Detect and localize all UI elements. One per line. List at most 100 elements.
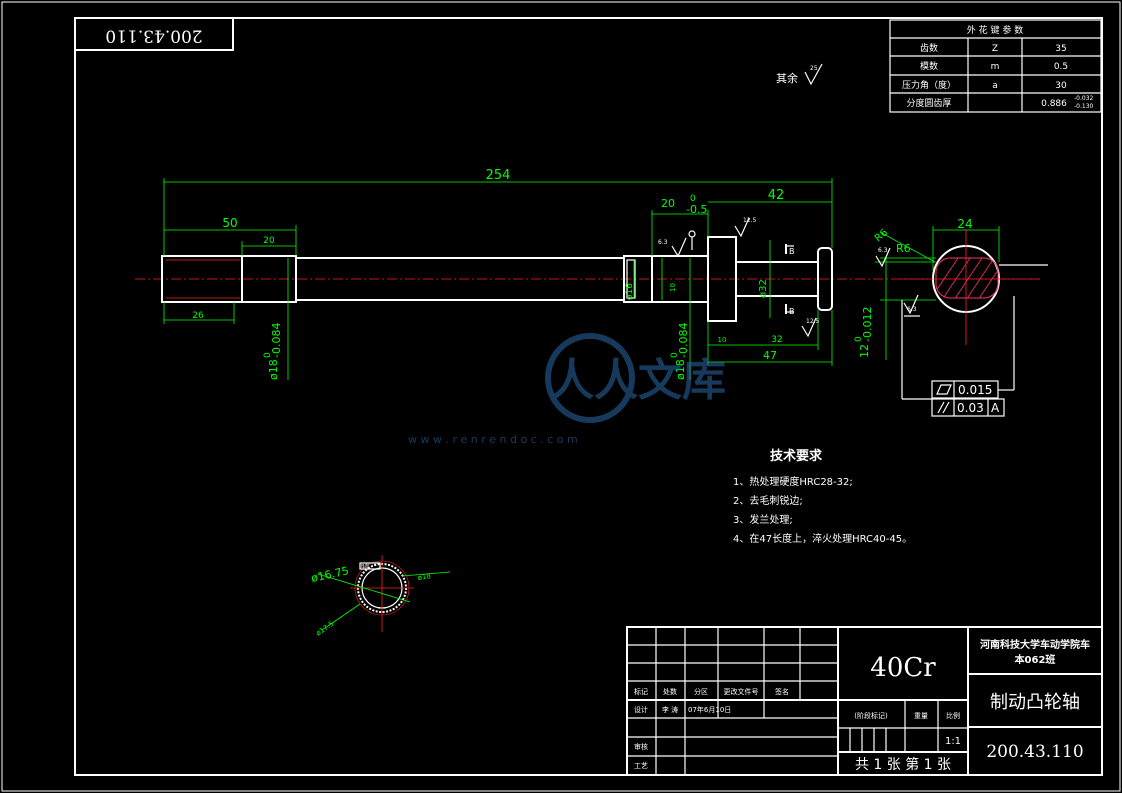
- dim-dia-32: ø32: [758, 279, 769, 298]
- tb-design-label: 设计: [634, 705, 648, 714]
- flatness-tolerance-frame: 0.015: [931, 380, 999, 399]
- spline-row-name: 模数: [920, 60, 938, 72]
- spline-tol-lower: -0.130: [1074, 103, 1094, 110]
- spline-end-view: B向 ø16.75 ø17.5 ø18: [310, 555, 451, 638]
- dim-left-50: 50: [222, 216, 237, 230]
- svg-text:ø17.5: ø17.5: [315, 620, 336, 638]
- tb-designer: 李 涛: [662, 705, 678, 714]
- roughness-symbol: 6.3: [875, 247, 891, 268]
- tb-ratio-label: 比例: [946, 711, 960, 720]
- spline-row-value: 30: [1055, 81, 1067, 91]
- tb-stage-label: (阶段标记): [854, 711, 888, 720]
- svg-text:-0.012: -0.012: [861, 307, 874, 342]
- tb-scale: 1:1: [945, 736, 961, 747]
- svg-text:-0.084: -0.084: [270, 323, 283, 358]
- title-block: 标记 处数 分区 更改文件号 签名 设计 李 涛 07年6月10日 审核 工艺 …: [626, 626, 1103, 776]
- tb-header: 标记: [634, 687, 648, 696]
- dim-dia-mid: ø18 0 -0.084: [670, 323, 690, 380]
- spline-row-value: 0.886: [1041, 99, 1067, 109]
- svg-text:12.5: 12.5: [743, 217, 757, 224]
- dim-dia-16: ø16: [625, 283, 635, 300]
- tb-weight-label: 重量: [914, 712, 928, 720]
- svg-text:ø16: ø16: [625, 283, 635, 300]
- tb-class: 本062班: [1015, 653, 1056, 666]
- leader-lines: [901, 296, 1015, 400]
- spline-table-title: 外 花 键 参 数: [967, 24, 1023, 36]
- spline-row-symbol: m: [991, 62, 1000, 72]
- dim-32: 32: [771, 335, 782, 345]
- roughness-symbol: 12.5: [801, 317, 820, 338]
- svg-text:25: 25: [810, 65, 818, 72]
- tb-process-label: 工艺: [634, 762, 648, 770]
- tb-school: 河南科技大学车动学院车: [980, 638, 1090, 651]
- svg-text:0: 0: [854, 336, 864, 342]
- spline-parameter-table: 外 花 键 参 数 齿数 Z 35 模数 m 0.5 压力角（度） a 30 分…: [889, 19, 1102, 113]
- svg-text:ø32: ø32: [758, 279, 769, 298]
- dim-47: 47: [763, 349, 777, 362]
- spline-row-value: 0.5: [1054, 62, 1068, 72]
- svg-text:6.3: 6.3: [907, 306, 917, 313]
- dim-groove-tol-low: -0.5: [686, 203, 707, 216]
- svg-text:0: 0: [670, 352, 680, 358]
- svg-text:6.3: 6.3: [878, 247, 888, 254]
- section-arrow-top: B: [785, 244, 795, 256]
- spline-row-symbol: Z: [992, 44, 998, 54]
- roughness-symbol: 12.5: [734, 217, 757, 238]
- svg-text:B向: B向: [361, 563, 369, 570]
- tb-header: 更改文件号: [724, 687, 759, 696]
- tb-drawing-no: 200.43.110: [986, 742, 1083, 762]
- dim-r6-1: R6: [873, 227, 890, 244]
- dim-10: 10: [669, 283, 677, 292]
- cam-section-view: [900, 230, 1048, 345]
- section-arrow-bottom: B: [785, 304, 795, 316]
- svg-text:0: 0: [263, 352, 273, 358]
- spline-row-value: 35: [1055, 44, 1066, 54]
- shaft-outline: [161, 236, 833, 322]
- svg-text:R6: R6: [873, 227, 890, 244]
- tb-check-label: 审核: [634, 742, 648, 751]
- dim-groove-tol-up: 0: [690, 194, 696, 204]
- svg-text:ø18: ø18: [417, 572, 431, 582]
- svg-text:12.5: 12.5: [806, 318, 820, 325]
- tb-header: 处数: [663, 687, 677, 696]
- tb-part-name: 制动凸轮轴: [990, 692, 1080, 713]
- drawing-number-inverted: 200.43.110: [105, 26, 202, 46]
- dim-left-26: 26: [192, 311, 204, 321]
- watermark-url: w w w . r e n r e n d o c . c o m: [408, 433, 578, 446]
- dim-groove-20: 20: [661, 197, 675, 210]
- watermark: 人人文库 w w w . r e n r e n d o c . c o m: [408, 333, 726, 446]
- parallelism-tolerance-frame: 0.03 A: [931, 398, 1005, 417]
- tb-header: 签名: [775, 687, 789, 696]
- technical-requirements: 技术要求 1、热处理硬度HRC28-32; 2、去毛刺锐边; 3、发兰处理; 4…: [733, 448, 912, 545]
- tb-material: 40Cr: [870, 653, 936, 683]
- svg-text:10: 10: [669, 283, 677, 292]
- tech-req-item: 4、在47长度上，淬火处理HRC40-45。: [733, 532, 912, 545]
- svg-text:-0.084: -0.084: [677, 323, 690, 358]
- dim-total-length: 254: [486, 168, 511, 183]
- svg-text:ø18: ø18: [674, 359, 687, 380]
- watermark-logo-text: 人人文库: [550, 355, 726, 406]
- svg-text:ø18: ø18: [267, 359, 280, 380]
- drawing-number-box: [74, 17, 234, 51]
- tech-req-item: 3、发兰处理;: [733, 513, 793, 526]
- other-surfaces-note: 其余 25: [776, 63, 823, 86]
- svg-text:6.3: 6.3: [658, 239, 668, 246]
- tech-req-title: 技术要求: [770, 448, 823, 464]
- spline-row-name: 齿数: [920, 42, 938, 54]
- spline-row-symbol: a: [992, 81, 998, 91]
- inner-frame: [74, 17, 1103, 776]
- dimension-lines: [163, 178, 1000, 380]
- dim-dia-left: ø18 0 -0.084: [263, 323, 283, 380]
- roughness-symbol: 6.3: [903, 294, 919, 315]
- spline-row-name: 压力角（度）: [902, 79, 956, 91]
- dim-right-42: 42: [768, 188, 785, 203]
- dim-10b: 10: [718, 336, 727, 344]
- svg-text:200.43.110: 200.43.110: [105, 26, 202, 46]
- svg-text:0.03: 0.03: [957, 401, 984, 415]
- roughness-symbol: 6.3: [658, 237, 687, 258]
- tech-req-item: 2、去毛刺锐边;: [733, 494, 803, 507]
- dim-section-24: 24: [957, 217, 972, 231]
- dim-left-20: 20: [263, 236, 275, 246]
